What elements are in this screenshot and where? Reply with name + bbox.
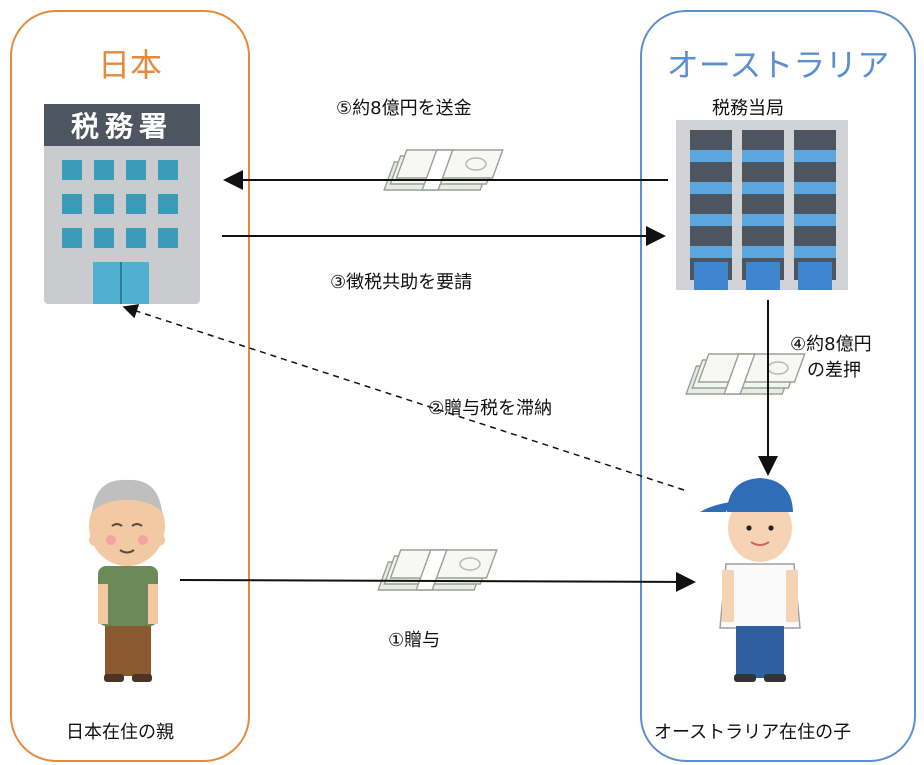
japan-title: 日本 bbox=[97, 46, 162, 84]
money-bundle-icon bbox=[383, 149, 504, 191]
arrow-step1-gift bbox=[179, 571, 696, 592]
tax-authority-label: 税務当局 bbox=[712, 98, 784, 119]
australia-panel: オーストラリア bbox=[640, 10, 916, 762]
step2-label: ②贈与税を滞納 bbox=[428, 398, 553, 419]
elderly-parent-icon bbox=[89, 479, 165, 682]
step4-label-line2: の差押 bbox=[807, 360, 861, 381]
tax-authority-building-icon bbox=[676, 120, 848, 290]
tax-office-sign: 税務署 bbox=[71, 110, 173, 143]
step4-label-line1: ④約8億円 bbox=[790, 334, 872, 355]
australia-title: オーストラリア bbox=[666, 46, 890, 84]
australia-person-label: オーストラリア在住の子 bbox=[654, 722, 852, 743]
money-bundle-icon bbox=[377, 549, 498, 591]
arrow-step2-unpaid-tax bbox=[122, 304, 685, 491]
japan-person-label: 日本在住の親 bbox=[66, 722, 174, 743]
money-bundle-icon bbox=[685, 353, 806, 395]
japan-panel: 日本 bbox=[10, 10, 250, 762]
step3-label: ③徴税共助を要請 bbox=[330, 272, 473, 293]
tax-office-icon: 税務署 bbox=[44, 104, 200, 304]
step1-label: ①贈与 bbox=[388, 630, 441, 651]
child-icon bbox=[700, 478, 801, 682]
step5-label: ⑤約8億円を送金 bbox=[336, 98, 472, 119]
